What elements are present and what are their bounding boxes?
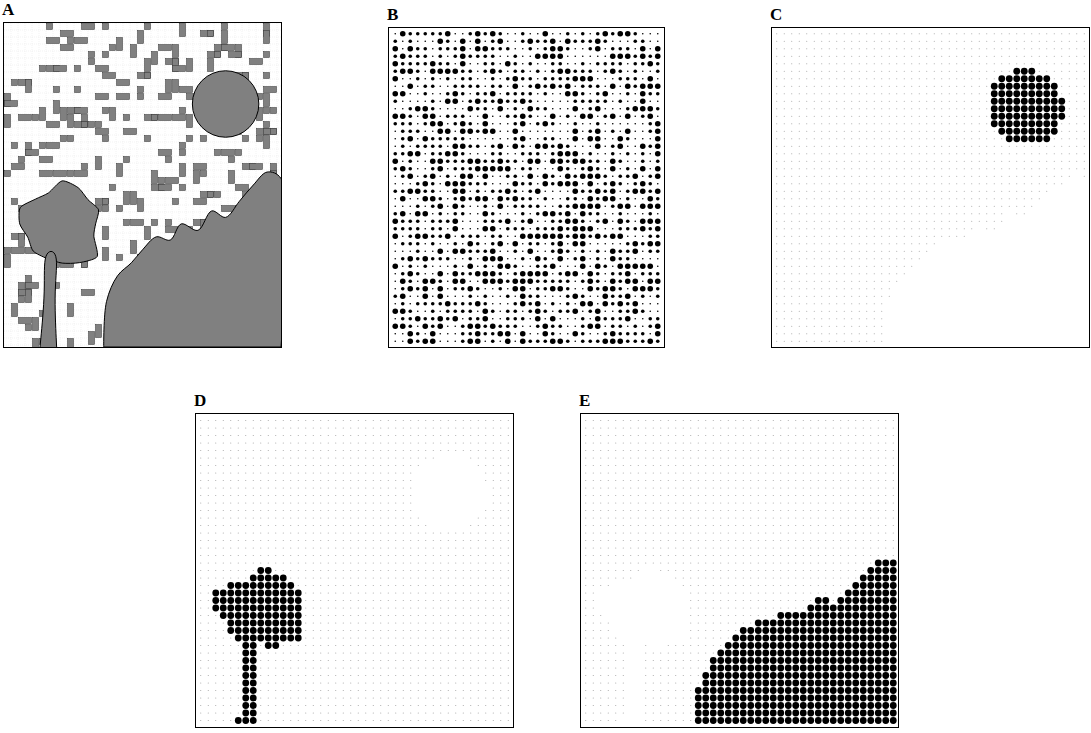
panel-label: E [579, 392, 590, 410]
panel-illustration [389, 28, 664, 347]
image-panel: D [195, 413, 514, 728]
panel-illustration [772, 28, 1089, 347]
panel-illustration [581, 414, 898, 727]
panel-label: C [770, 6, 782, 24]
panel-illustration [4, 23, 281, 347]
panel-label: B [387, 6, 398, 24]
image-panel: E [580, 413, 899, 728]
image-panel: B [388, 27, 665, 348]
panel-label: A [2, 1, 14, 19]
image-panel: A [3, 22, 282, 348]
panel-illustration [196, 414, 513, 727]
panel-label: D [194, 392, 206, 410]
image-panel: C [771, 27, 1090, 348]
